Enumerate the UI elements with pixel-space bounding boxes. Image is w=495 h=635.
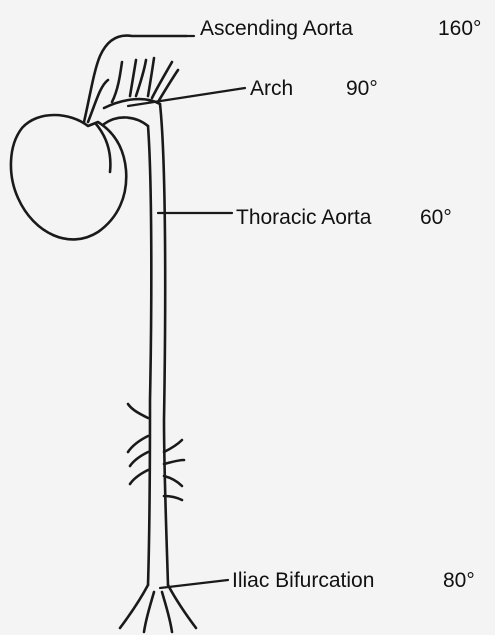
label-arch-name: Arch <box>250 77 293 100</box>
renal-branch-left-4 <box>130 470 148 484</box>
label-thoracic-aorta: Thoracic Aorta <box>236 207 371 228</box>
renal-branch-right-1 <box>164 440 182 452</box>
ascending-aorta-loop <box>84 36 186 122</box>
leader-arch <box>128 88 245 106</box>
angle-ascending-aorta-value: 160° <box>438 17 481 40</box>
angle-arch-value: 90° <box>346 77 378 100</box>
label-iliac-bifurcation: Iliac Bifurcation <box>232 570 374 591</box>
angle-thoracic-aorta: 60° <box>420 207 452 228</box>
angle-thoracic-aorta-value: 60° <box>420 206 452 229</box>
arch-branch-3 <box>136 60 146 96</box>
renal-branch-right-4 <box>164 496 182 500</box>
descending-aorta-left-wall <box>148 126 151 585</box>
arch-branch-6 <box>158 70 178 102</box>
iliac-left-outer <box>120 585 148 628</box>
iliac-left-inner <box>144 592 154 632</box>
angle-ascending-aorta: 160° <box>438 18 481 39</box>
iliac-right-outer <box>168 585 196 628</box>
angle-iliac-bifurcation: 80° <box>443 570 475 591</box>
aortic-arch-inner <box>104 117 148 126</box>
label-thoracic-aorta-name: Thoracic Aorta <box>236 206 371 229</box>
arch-branch-1 <box>112 62 122 102</box>
label-iliac-bifurcation-name: Iliac Bifurcation <box>232 569 374 592</box>
renal-branch-left-3 <box>130 452 148 466</box>
descending-aorta-right-wall <box>160 104 168 585</box>
renal-branch-left-2 <box>128 436 148 452</box>
renal-branch-left-1 <box>128 404 148 418</box>
angle-arch: 90° <box>346 78 378 99</box>
arch-branch-2 <box>130 60 136 96</box>
leader-iliac-bifurcation <box>160 580 228 588</box>
arch-branch-5 <box>152 62 172 98</box>
label-ascending-aorta: Ascending Aorta <box>200 18 353 39</box>
renal-branch-right-2 <box>164 460 184 464</box>
renal-branch-right-3 <box>164 476 182 486</box>
iliac-right-inner <box>162 592 172 632</box>
arch-branch-4 <box>148 58 154 96</box>
label-ascending-aorta-name: Ascending Aorta <box>200 17 353 40</box>
label-arch: Arch <box>250 78 293 99</box>
angle-iliac-bifurcation-value: 80° <box>443 569 475 592</box>
heart-outline <box>11 115 126 239</box>
